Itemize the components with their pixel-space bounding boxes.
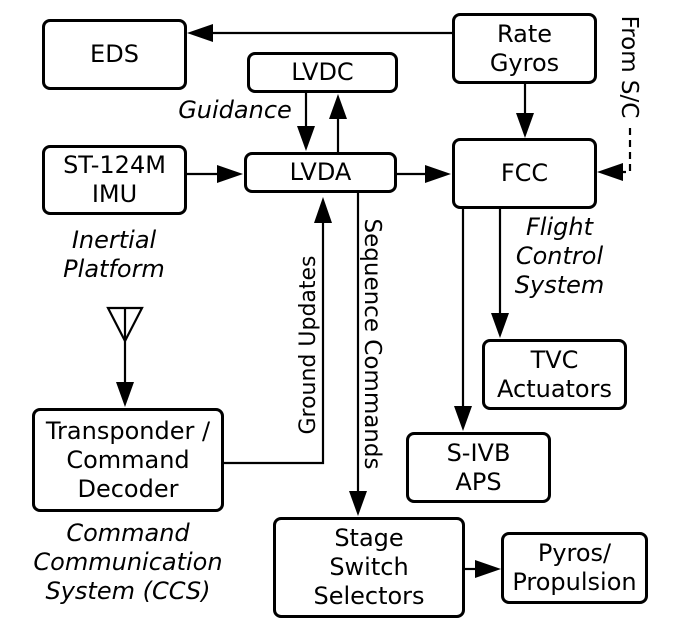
label-ground-updates: Ground Updates — [296, 255, 321, 435]
label-sequence-commands: Sequence Commands — [359, 218, 385, 470]
box-st124m-imu: ST-124M IMU — [42, 145, 187, 215]
box-stage-switch-selectors: Stage Switch Selectors — [273, 517, 465, 618]
annotation-inertial-platform: Inertial Platform — [63, 226, 165, 283]
arrow-rate-gyros-to-fcc — [516, 84, 534, 138]
box-tvc-actuators-label: TVC Actuators — [497, 345, 612, 403]
arrow-lvda-to-fcc — [397, 165, 451, 183]
box-pyros-propulsion: Pyros/ Propulsion — [501, 532, 648, 604]
box-lvda-label: LVDA — [289, 158, 352, 186]
box-tvc-actuators: TVC Actuators — [482, 339, 627, 410]
antenna-icon — [106, 306, 144, 407]
arrow-imu-to-lvda — [185, 165, 243, 183]
box-transponder-label: Transponder / Command Decoder — [45, 416, 211, 503]
arrow-stage-to-pyros — [464, 560, 501, 578]
box-fcc-label: FCC — [500, 159, 549, 187]
box-eds-label: EDS — [90, 40, 139, 68]
arrow-sequence-commands — [349, 193, 367, 516]
annotation-guidance: Guidance — [178, 96, 292, 124]
arrow-lvda-to-lvdc — [329, 94, 347, 152]
arrow-from-sc-to-fcc — [597, 128, 632, 181]
label-from-sc: From S/C — [616, 15, 642, 119]
box-rate-gyros: Rate Gyros — [452, 13, 597, 84]
box-transponder-command-decoder: Transponder / Command Decoder — [32, 408, 224, 512]
box-lvdc-label: LVDC — [291, 58, 354, 86]
box-fcc: FCC — [452, 138, 597, 209]
arrow-lvdc-to-lvda — [297, 93, 315, 151]
box-stage-switch-selectors-label: Stage Switch Selectors — [313, 524, 425, 610]
box-rate-gyros-label: Rate Gyros — [489, 19, 560, 77]
arrow-fcc-to-sivb-aps — [454, 209, 472, 431]
box-eds: EDS — [42, 19, 187, 90]
annotation-flight-control-system: Flight Control System — [514, 213, 605, 299]
box-sivb-aps: S-IVB APS — [406, 432, 551, 503]
box-sivb-aps-label: S-IVB APS — [446, 438, 511, 496]
box-st124m-imu-label: ST-124M IMU — [63, 151, 166, 208]
box-pyros-propulsion-label: Pyros/ Propulsion — [512, 539, 637, 596]
arrow-rate-gyros-to-eds — [187, 24, 452, 42]
box-lvdc: LVDC — [247, 52, 398, 93]
arrow-ground-updates — [224, 197, 332, 465]
box-lvda: LVDA — [244, 152, 397, 193]
annotation-ccs: Command Communication System (CCS) — [33, 519, 223, 605]
arrow-fcc-to-tvc — [491, 209, 509, 338]
